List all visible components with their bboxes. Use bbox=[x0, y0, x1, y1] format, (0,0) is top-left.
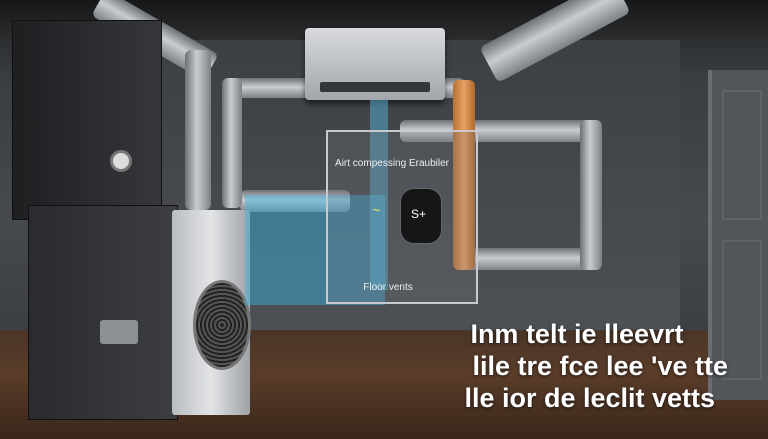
fan-grille bbox=[193, 280, 251, 370]
duct-right-bottom bbox=[460, 248, 600, 270]
diagram-box: S+ ~ Airt compessing Eraubiler Floor ven… bbox=[326, 130, 478, 304]
tank: S+ bbox=[400, 188, 442, 244]
furnace-flue bbox=[185, 50, 211, 210]
duct-right-vertical bbox=[580, 120, 602, 270]
duct-right-top bbox=[400, 120, 600, 142]
duct-left-vertical bbox=[222, 78, 242, 208]
caption-line: Inm telt ie lleevrt bbox=[470, 319, 684, 349]
diagram-label-bottom: Floor vents bbox=[363, 282, 413, 293]
caption-line: lle ior de leclit vetts bbox=[464, 383, 716, 413]
pressure-gauge bbox=[110, 150, 132, 172]
diagram-label-top: Airt compessing Eraubiler bbox=[335, 158, 449, 169]
airflow-icon: ~ bbox=[372, 202, 381, 218]
ceiling-ac-unit bbox=[305, 28, 445, 100]
furnace-panel bbox=[100, 320, 138, 344]
door bbox=[708, 70, 768, 400]
cold-air-riser bbox=[370, 100, 388, 290]
caption-line: lile tre fce lee 've tte bbox=[472, 351, 728, 381]
furnace-cabinet bbox=[28, 205, 178, 420]
duct-mid bbox=[240, 190, 350, 212]
hot-air-duct bbox=[453, 80, 475, 270]
caption: Inm telt ie lleevrt lile tre fce lee 've… bbox=[464, 318, 728, 414]
cold-air-duct bbox=[245, 195, 385, 305]
tank-label: S+ bbox=[411, 207, 427, 221]
furnace-upper bbox=[12, 20, 162, 220]
